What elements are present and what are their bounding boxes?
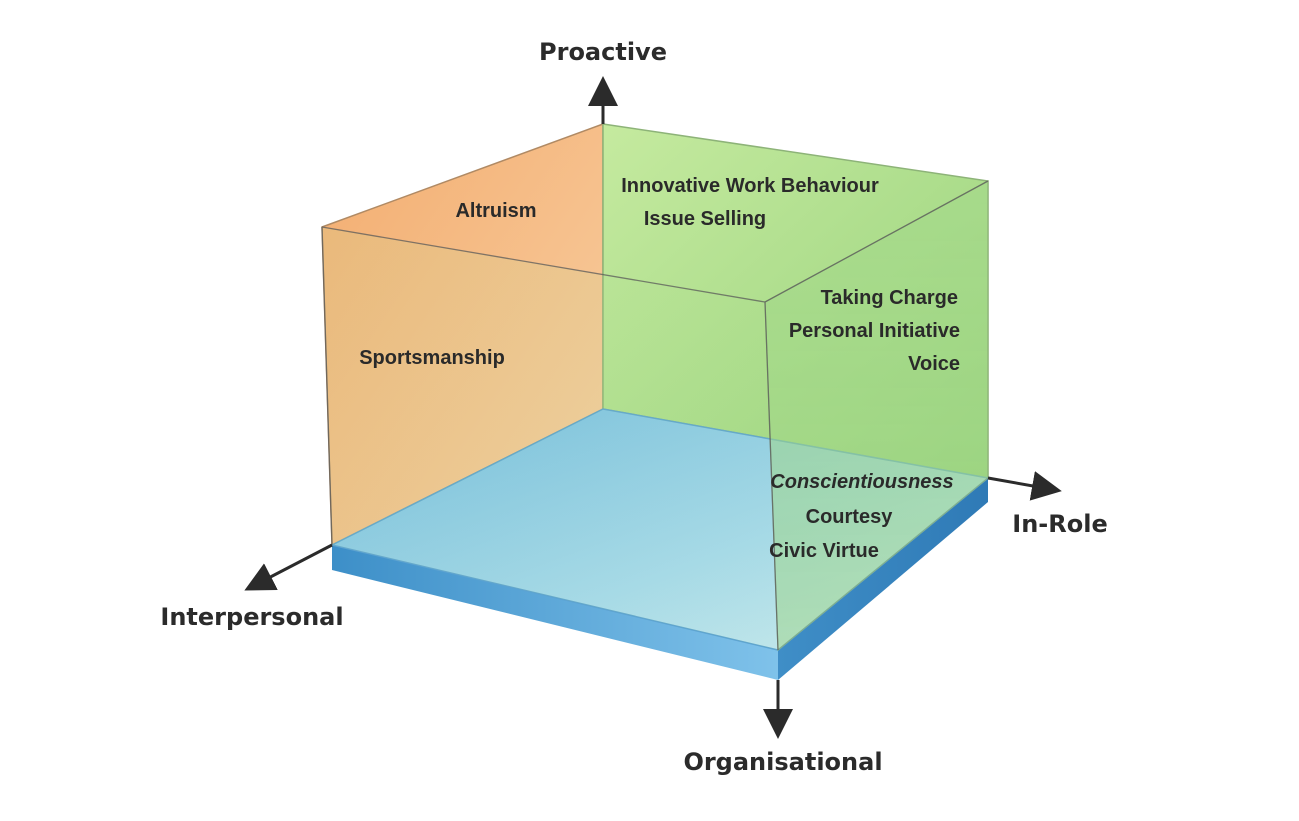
item-issue-selling: Issue Selling — [644, 208, 766, 230]
floor-slab-right — [778, 478, 988, 680]
front-face — [322, 227, 778, 650]
item-taking-charge: Taking Charge — [821, 287, 958, 309]
item-personal-initiative: Personal Initiative — [789, 320, 960, 342]
axes — [244, 76, 1062, 739]
item-altruism: Altruism — [455, 200, 536, 222]
item-civic-virtue: Civic Virtue — [769, 540, 879, 562]
item-innovative-work-behaviour: Innovative Work Behaviour — [621, 175, 879, 197]
floor-slab-front — [332, 545, 778, 680]
item-courtesy: Courtesy — [806, 506, 894, 528]
axis-label-interpersonal: Interpersonal — [160, 603, 343, 631]
interpersonal-axis — [244, 543, 333, 591]
item-conscientiousness: Conscientiousness — [770, 471, 953, 493]
axis-label-in-role: In-Role — [1012, 510, 1107, 538]
axis-label-proactive: Proactive — [539, 38, 667, 66]
cube-edges — [321, 180, 989, 651]
axis-label-organisational: Organisational — [683, 748, 882, 776]
item-voice: Voice — [908, 353, 960, 375]
in-role-axis — [987, 471, 1062, 501]
item-sportsmanship: Sportsmanship — [359, 347, 505, 369]
